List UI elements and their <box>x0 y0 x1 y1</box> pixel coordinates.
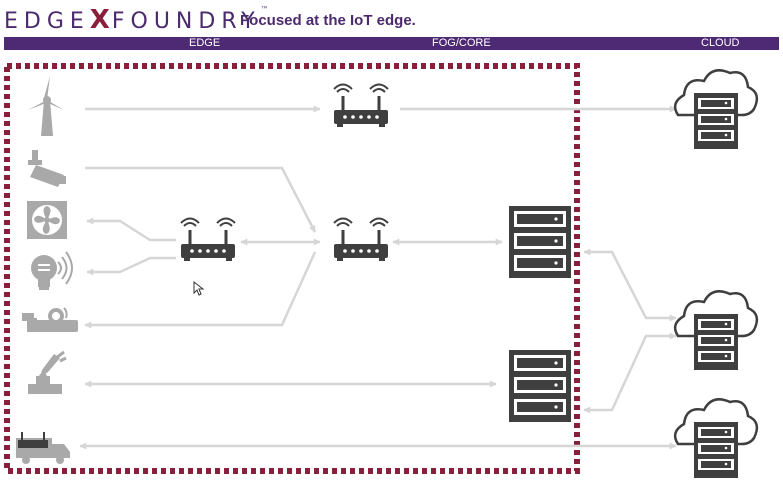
connector-lines <box>79 105 677 450</box>
robot-arm-icon <box>28 350 67 394</box>
wind-turbine-icon <box>28 76 64 136</box>
header: EDGEXFOUNDRY™ Focused at the IoT edge. <box>0 0 783 36</box>
edge-boundary <box>4 63 580 474</box>
zone-label-fog-core: FOG/CORE <box>432 37 491 49</box>
connector-server2-cloud <box>583 332 677 414</box>
logo-edge-text: EDGE <box>4 9 90 34</box>
cloud-server-icon <box>673 398 759 480</box>
edgex-foundry-logo: EDGEXFOUNDRY™ <box>4 5 269 35</box>
wifi-router-icon <box>332 217 390 263</box>
logo-x-mark: X <box>89 5 112 35</box>
mouse-cursor-icon <box>193 280 205 296</box>
connector-pipe <box>84 251 317 329</box>
smart-bulb-icon <box>31 251 73 290</box>
cloud-server-icon <box>673 69 759 151</box>
cloud-server-icon <box>673 290 759 372</box>
tagline: Focused at the IoT edge. <box>240 12 416 29</box>
connector-fan <box>86 217 176 242</box>
connector-camera-gateway <box>85 166 317 233</box>
logo-trademark: ™ <box>260 5 269 14</box>
zone-label-cloud: CLOUD <box>701 37 740 49</box>
truck-gateway-icon <box>16 432 70 464</box>
wifi-router-icon <box>179 217 237 263</box>
wifi-router-icon <box>332 83 390 129</box>
connector-bulb <box>86 256 176 276</box>
security-camera-icon <box>28 150 66 187</box>
pipe-sensor-icon <box>22 307 78 332</box>
zone-label-edge: EDGE <box>189 37 221 49</box>
server-rack-icon <box>509 350 571 422</box>
fan-icon <box>27 201 67 239</box>
logo-foundry-text: FOUNDRY <box>111 9 261 34</box>
server-rack-icon <box>509 206 571 278</box>
zone-header-bar: EDGE FOG/CORE CLOUD <box>4 37 779 50</box>
connector-server1-cloud <box>583 248 677 322</box>
